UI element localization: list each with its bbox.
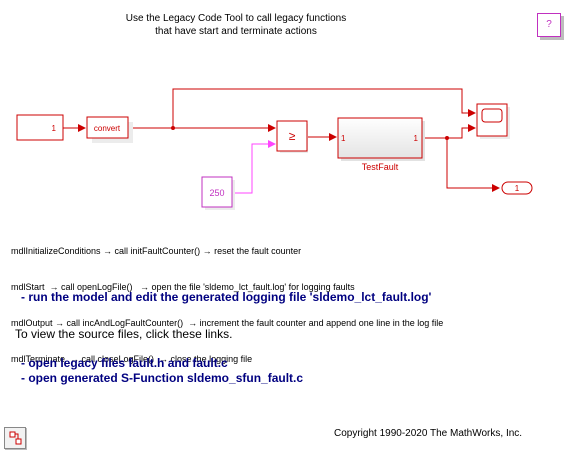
- source-files-intro: To view the source files, click these li…: [15, 327, 233, 341]
- help-button[interactable]: ?: [537, 13, 561, 37]
- outport-value: 1: [515, 184, 520, 193]
- open-sfunction-link[interactable]: - open generated S-Function sldemo_sfun_…: [11, 371, 304, 385]
- convert-block[interactable]: convert: [86, 116, 133, 143]
- inport-block[interactable]: 1: [16, 114, 64, 141]
- sfunction-block[interactable]: 1 1 TestFault: [337, 117, 425, 172]
- run-model-link[interactable]: - run the model and edit the generated l…: [11, 290, 432, 304]
- inport-value: 1: [52, 124, 57, 133]
- outport-block[interactable]: 1: [501, 181, 533, 195]
- sfun-name: TestFault: [362, 162, 399, 172]
- convert-label: convert: [94, 124, 121, 133]
- relop-symbol: ≥: [289, 129, 296, 143]
- signal-constant-to-relop: [233, 140, 276, 194]
- copyright-text: Copyright 1990-2020 The MathWorks, Inc.: [334, 428, 523, 439]
- scope-screen-icon: [481, 108, 503, 123]
- sfun-in-port: 1: [341, 134, 346, 143]
- title-line-1: Use the Legacy Code Tool to call legacy …: [125, 13, 347, 24]
- diagram-title: Use the Legacy Code Tool to call legacy …: [100, 12, 372, 38]
- scope-block[interactable]: [476, 103, 510, 139]
- note-line-2: mdlStart → call openLogFile() → open the…: [11, 282, 355, 292]
- relational-operator-block[interactable]: ≥: [276, 120, 308, 153]
- method-notes: mdlInitializeConditions → call initFault…: [11, 221, 443, 377]
- note-line-4: mdlTerminate → call closeLogFile() → clo…: [11, 354, 253, 364]
- note-line-1: mdlInitializeConditions → call initFault…: [11, 246, 302, 256]
- constant-value: 250: [209, 188, 224, 198]
- help-icon: ?: [546, 19, 552, 30]
- branch-point-2: [445, 136, 449, 140]
- model-browser-icon[interactable]: [4, 427, 26, 449]
- block-diagram: 1 convert ≥ 250 1 1 TestFault 1: [16, 88, 533, 210]
- model-browser-glyph: [9, 431, 22, 445]
- constant-block[interactable]: 250: [201, 176, 235, 210]
- note-line-3: mdlOutput → call incAndLogFaultCounter()…: [11, 318, 444, 328]
- sfun-out-port: 1: [414, 134, 419, 143]
- signal-lines: [63, 88, 500, 194]
- open-legacy-files-link[interactable]: - open legacy files fault.h and fault.c: [11, 356, 228, 370]
- signal-branch-to-scope: [172, 88, 476, 128]
- signal-sfun-to-scope: [423, 124, 476, 139]
- signal-sfun-to-outport: [446, 138, 500, 192]
- branch-point-1: [171, 126, 175, 130]
- title-line-2: that have start and terminate actions: [155, 26, 317, 37]
